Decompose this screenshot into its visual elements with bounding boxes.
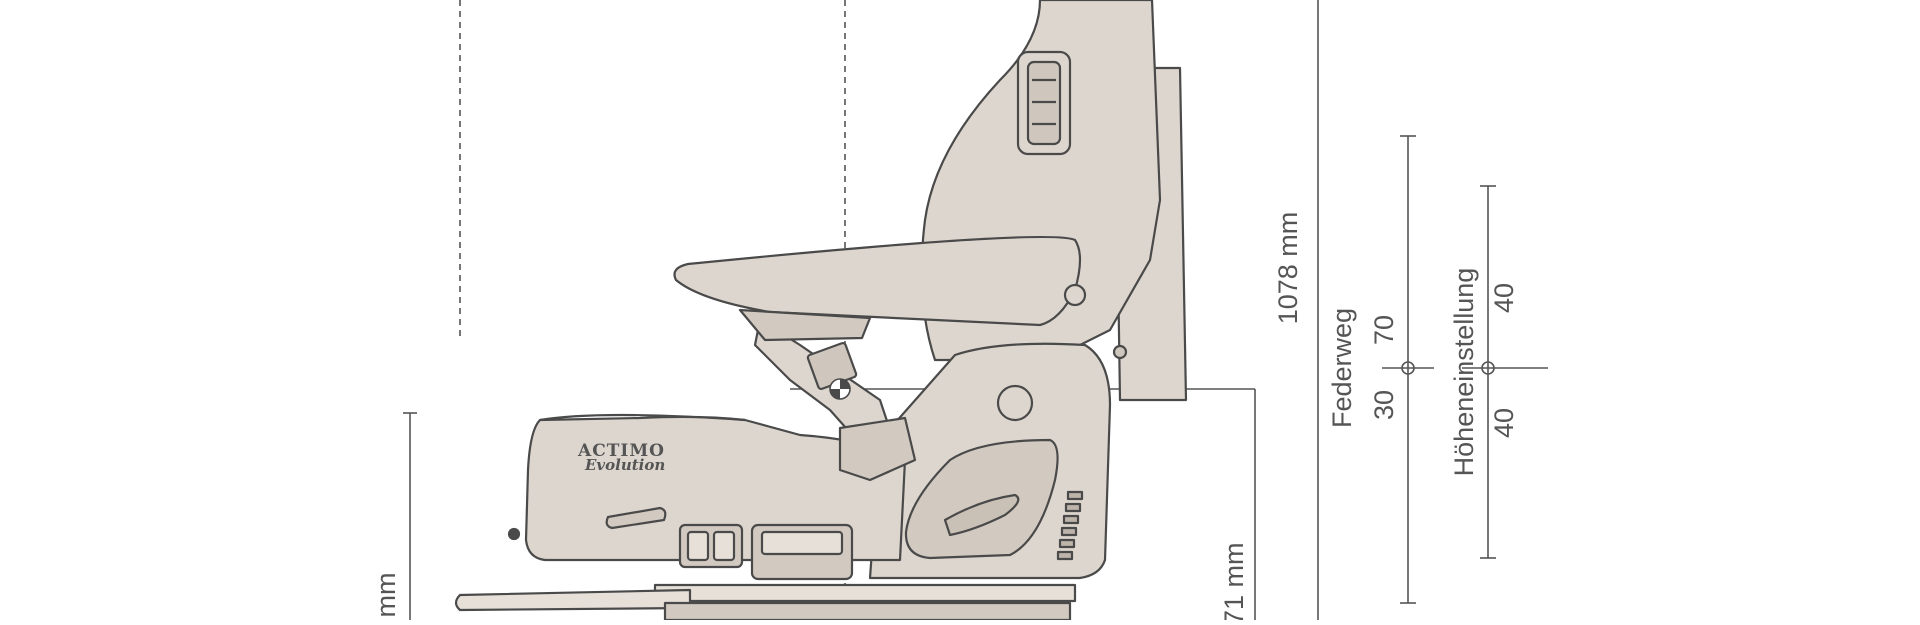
armrest bbox=[673, 235, 1082, 327]
suspension-base bbox=[663, 601, 1072, 622]
cushion-top-edge bbox=[539, 413, 746, 422]
cushion-side-handle bbox=[605, 506, 667, 530]
seat-illustration bbox=[454, 0, 1188, 622]
armrest-pivot bbox=[1063, 283, 1087, 307]
total-height-label: 1078 mm bbox=[1273, 212, 1303, 325]
brand-name: ACTIMO bbox=[577, 441, 665, 461]
suspension-lower-value: 30 bbox=[1369, 390, 1399, 420]
switch-left bbox=[686, 530, 710, 562]
pivot-knob bbox=[996, 384, 1034, 422]
front-knob bbox=[507, 527, 521, 541]
height-adjust-label: Höheneinstellung bbox=[1449, 268, 1479, 477]
height-adjust-lower-value: 40 bbox=[1489, 408, 1519, 438]
right-height-label: 871 mm bbox=[1219, 542, 1249, 620]
brand-subname: Evolution bbox=[584, 456, 665, 474]
seat-reference-point bbox=[829, 378, 851, 400]
frame-bolt bbox=[1112, 344, 1128, 360]
height-adjust-upper-value: 40 bbox=[1489, 283, 1519, 313]
suspension-upper-value: 70 bbox=[1369, 315, 1399, 345]
height-adjust-center-marker bbox=[1481, 361, 1495, 375]
side-panel-recess bbox=[904, 438, 1059, 560]
suspension-center-marker bbox=[1401, 361, 1415, 375]
suspension-label: Federweg bbox=[1327, 308, 1357, 428]
armrest-underside bbox=[738, 308, 872, 342]
side-lever bbox=[943, 493, 1020, 537]
center-lever-block bbox=[838, 416, 917, 482]
switch-right bbox=[712, 530, 736, 562]
heater-button bbox=[760, 530, 844, 556]
left-height-label: 8 mm bbox=[371, 573, 401, 621]
fore-aft-lever bbox=[454, 588, 692, 612]
vent-grille bbox=[1056, 490, 1084, 561]
seat-slide-rail bbox=[653, 583, 1077, 603]
